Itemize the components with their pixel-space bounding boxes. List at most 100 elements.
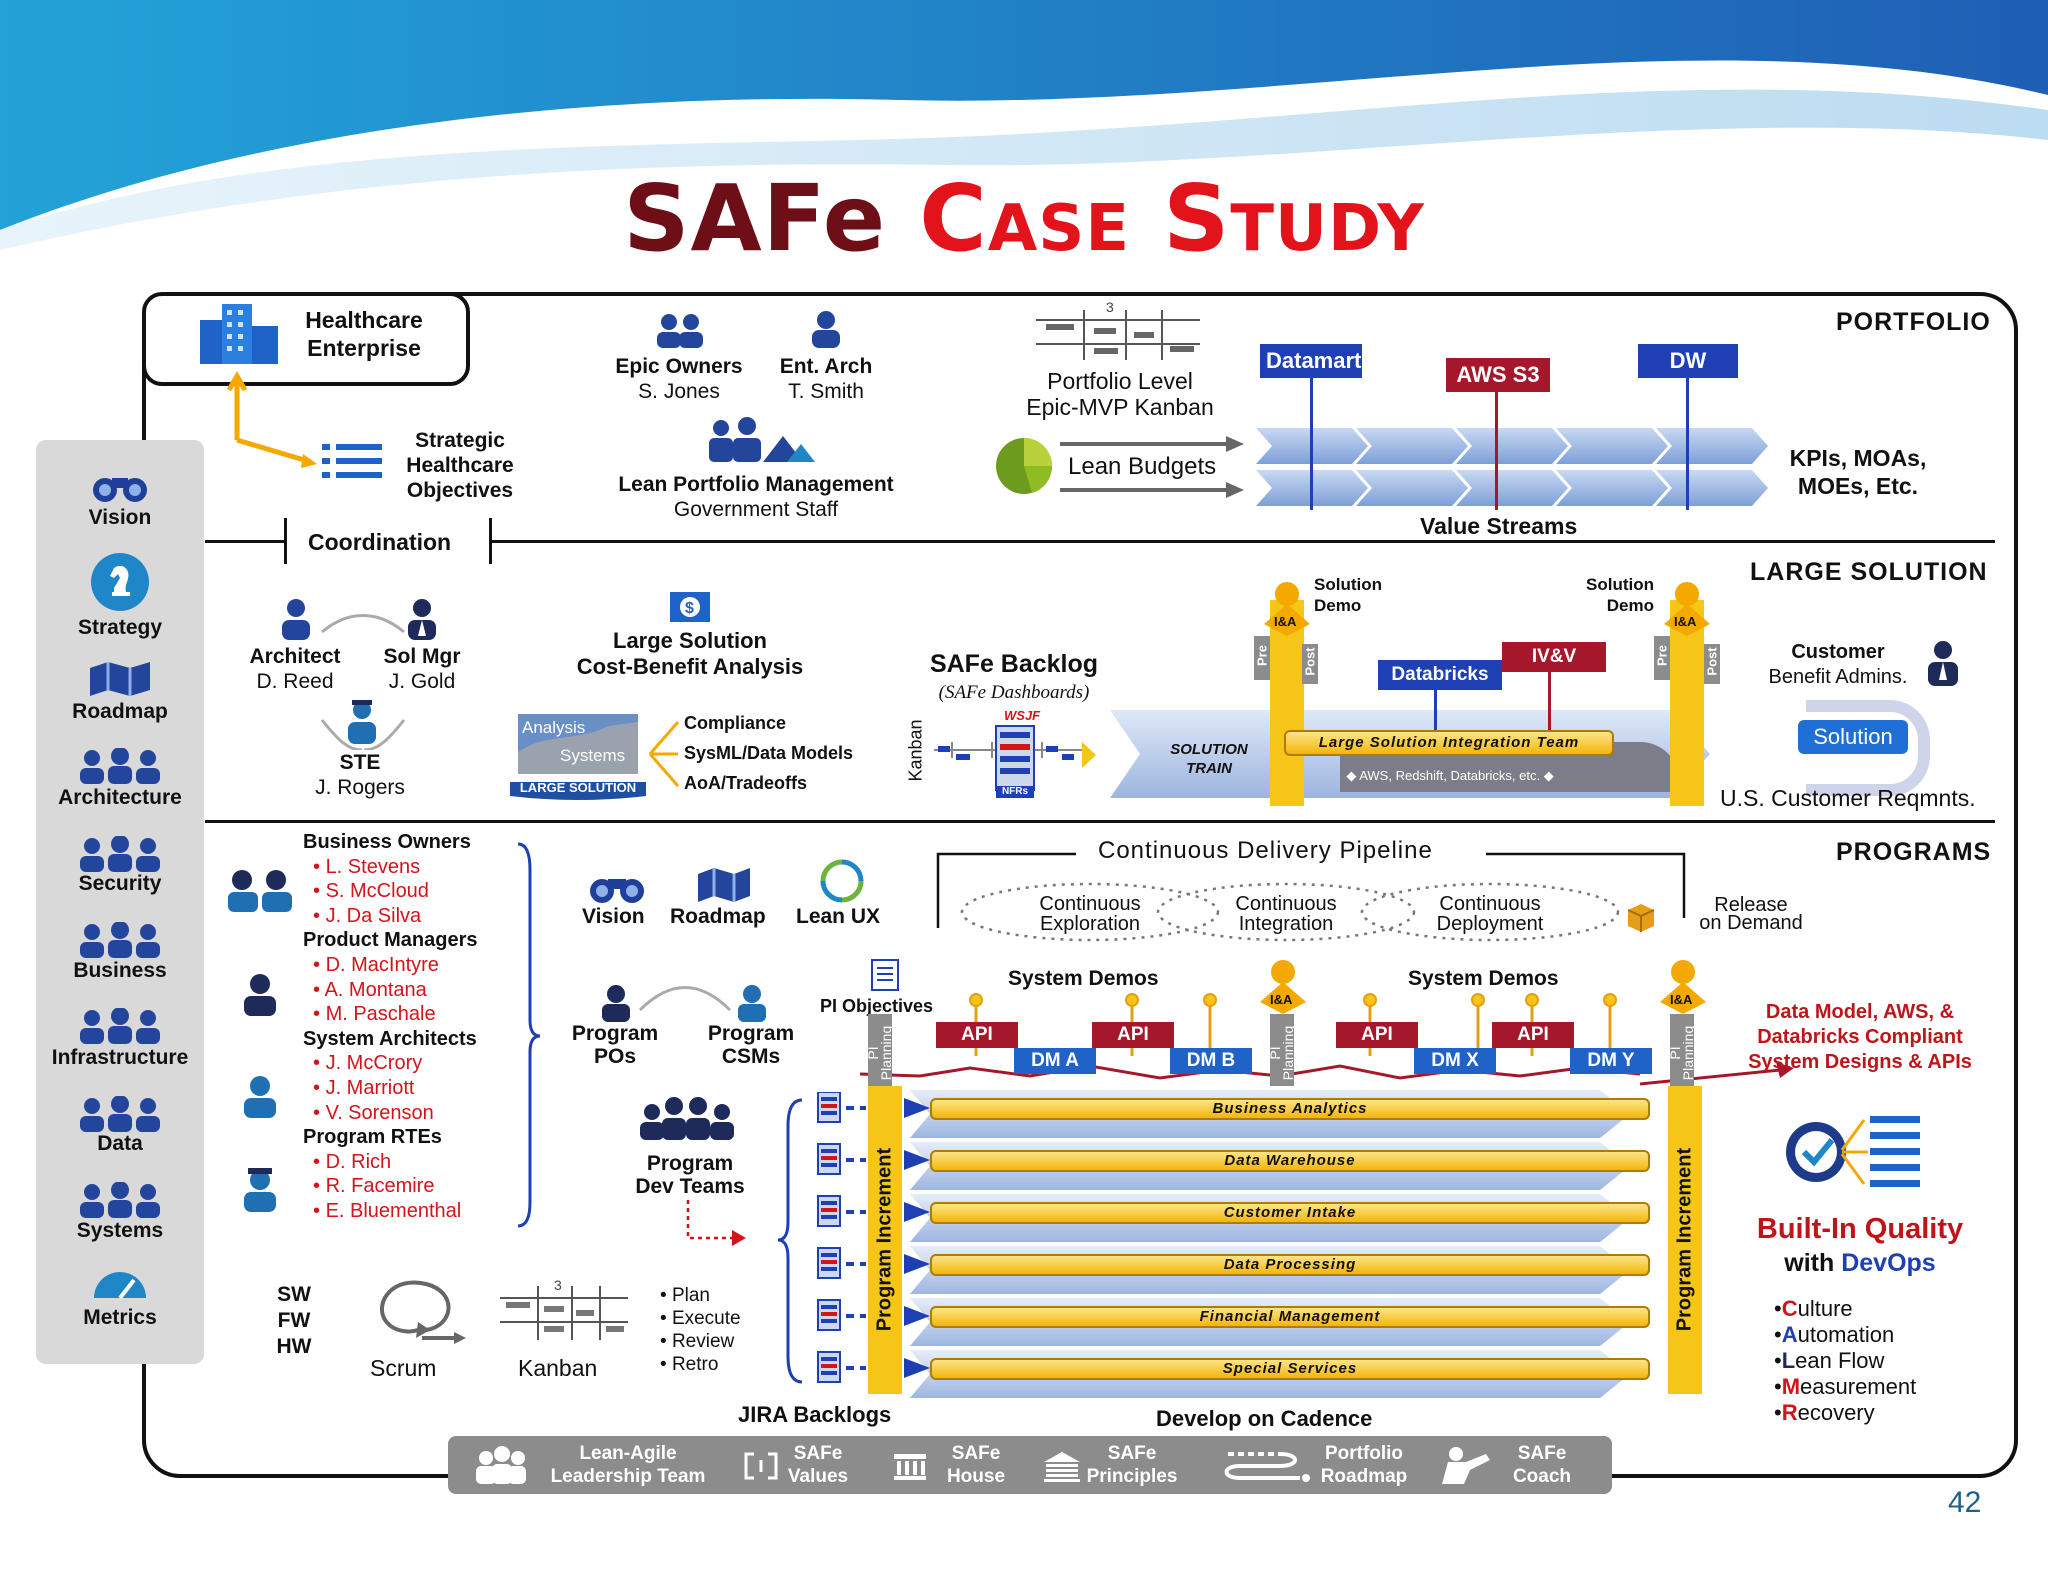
programs-vision: Vision	[582, 905, 645, 928]
team-bar-customer-intake: Customer Intake	[930, 1202, 1650, 1224]
red-arrow	[1640, 1062, 1794, 1086]
api-tag: API	[1092, 1022, 1174, 1048]
program-increment-bar-left	[868, 1086, 902, 1394]
team-icon	[80, 836, 160, 872]
ia-icon: I&A	[1260, 960, 1306, 1014]
develop-on-cadence: Develop on Cadence	[1156, 1406, 1373, 1431]
program-increment-label-right: Program Increment	[1673, 1147, 1696, 1332]
person-icon	[282, 599, 310, 640]
team-icon	[80, 1008, 160, 1044]
people-icon	[657, 314, 703, 348]
person-name: • L. Stevens	[313, 855, 421, 878]
ia-text: I&A	[1274, 614, 1297, 629]
cdp-title: Continuous Delivery Pipeline	[1098, 837, 1433, 864]
chevron-right-icon	[1082, 742, 1096, 768]
programs-roadmap: Roadmap	[670, 905, 766, 928]
pi-objectives: PI Objectives	[820, 996, 934, 1016]
team-icon	[80, 1182, 160, 1218]
dm-tag: DM B	[1170, 1048, 1252, 1074]
coach-icon	[1442, 1447, 1490, 1484]
pi-planning-box	[868, 1014, 892, 1086]
pre-box-right	[1654, 636, 1670, 680]
person-icon	[812, 311, 840, 348]
person-name: • D. MacIntyre	[313, 953, 439, 976]
sidebar-item-architecture[interactable]: Architecture	[58, 786, 182, 809]
person-icon	[738, 985, 766, 1022]
chess-knight-icon	[91, 553, 149, 611]
program-roles-list: Business Owners • L. Stevens • S. McClou…	[303, 830, 477, 1224]
person-name: • R. Facemire	[313, 1175, 435, 1198]
lsit-bar: Large Solution Integration Team	[1284, 730, 1614, 756]
coordination-label: Coordination	[308, 529, 452, 555]
built-in-quality: Built-In Quality	[1756, 1213, 1964, 1245]
ia-icon: I&A	[1660, 960, 1706, 1014]
sidebar-item-business[interactable]: Business	[73, 959, 167, 982]
large-solution-heading: LARGE SOLUTION	[1750, 558, 1988, 586]
team-bar-data-warehouse: Data Warehouse	[930, 1150, 1650, 1172]
cycle-list: • Plan • Execute • Review • Retro	[660, 1285, 741, 1375]
kanban-board-icon: 3	[500, 1278, 628, 1340]
person-icon	[244, 974, 276, 1016]
dw-tag: DW	[1638, 344, 1738, 378]
sidebar-item-strategy[interactable]: Strategy	[77, 616, 163, 639]
house-icon	[894, 1454, 926, 1480]
list-icon	[322, 444, 382, 478]
values-icon	[744, 1452, 778, 1480]
value-streams-label: Value Streams	[1420, 513, 1578, 539]
portfolio-heading: PORTFOLIO	[1836, 308, 1991, 336]
team-bar-financial-management: Financial Management	[930, 1306, 1650, 1328]
kanban-vertical-label: Kanban	[905, 719, 926, 782]
document-icon	[871, 959, 899, 991]
sidebar-item-roadmap[interactable]: Roadmap	[72, 700, 168, 723]
sidebar-item-vision[interactable]: Vision	[88, 506, 152, 529]
team-bar-data-processing: Data Processing	[930, 1254, 1650, 1276]
cycle-icon	[820, 859, 864, 903]
sidebar-item-security[interactable]: Security	[78, 872, 162, 895]
analysis-label: Analysis	[522, 718, 586, 737]
post-label: Post	[1704, 647, 1720, 676]
sidebar-item-infrastructure[interactable]: Infrastructure	[51, 1046, 189, 1069]
group-title: Product Managers	[303, 929, 478, 952]
backlog-graphic: WSJF NFRs	[932, 704, 1092, 800]
package-icon	[1627, 904, 1655, 932]
person-name: • J. McCrory	[313, 1052, 423, 1075]
ia-text: I&A	[1674, 614, 1697, 629]
scrum-cycle-icon	[380, 1280, 466, 1344]
lean-budgets: Lean Budgets	[1068, 453, 1217, 480]
po-csm-ring	[638, 986, 732, 1012]
building-icon	[200, 304, 278, 364]
person-tie-icon	[408, 599, 436, 640]
person-tie-icon	[1928, 641, 1958, 686]
pre-label: Pre	[1654, 645, 1670, 666]
sidebar-item-metrics[interactable]: Metrics	[83, 1306, 157, 1329]
system-demos-1: System Demos	[1008, 967, 1159, 990]
team-bar-business-analytics: Business Analytics	[930, 1098, 1650, 1120]
header-banner	[0, 0, 2048, 250]
sidebar-item-systems[interactable]: Systems	[76, 1219, 164, 1242]
person-name: • J. Marriott	[313, 1076, 415, 1099]
sidebar-item-data[interactable]: Data	[97, 1132, 143, 1155]
post-box-left	[1302, 644, 1318, 684]
pie-chart-icon	[996, 438, 1053, 494]
databricks-tag: Databricks	[1378, 660, 1502, 690]
binoculars-icon	[590, 879, 644, 903]
person-name: • V. Sorenson	[313, 1101, 434, 1124]
cdp-loops	[960, 882, 1620, 942]
solution-tag: Solution	[1798, 720, 1908, 754]
group-title: Business Owners	[303, 831, 471, 853]
